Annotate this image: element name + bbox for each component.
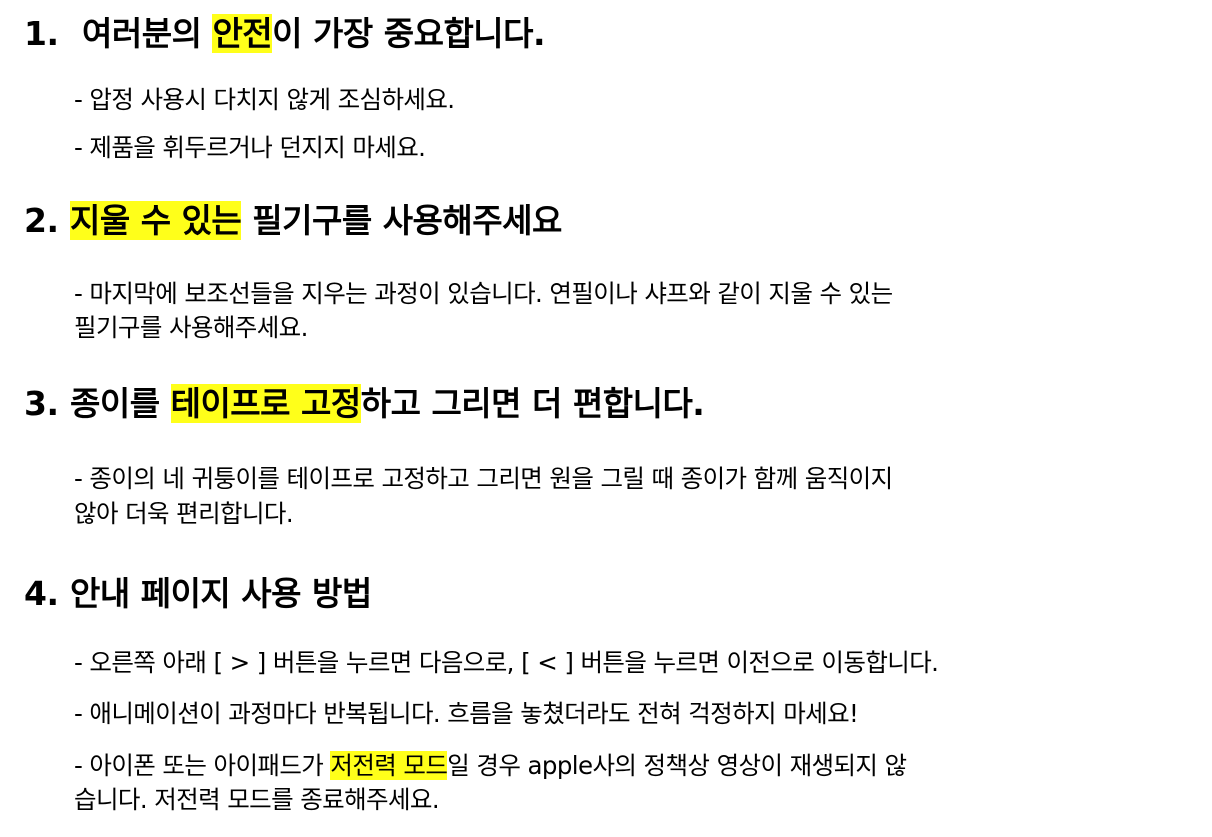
section-2-number: 2. [24,201,59,240]
section-3-heading: 3. 종이를 테이프로 고정하고 그리면 더 편합니다. [24,384,705,424]
section-4-item-3: - 아이폰 또는 아이패드가 저전력 모드일 경우 apple사의 정책상 영상… [74,749,1174,783]
section-4-item-3-line-2: 습니다. 저전력 모드를 종료해주세요. [74,785,440,814]
section-4-item-3-pre: - 아이폰 또는 아이패드가 [74,751,331,780]
section-3-heading-highlight: 테이프로 고정 [170,384,361,423]
section-3-item-2: 않아 더욱 편리합니다. [74,499,294,528]
section-3-number: 3. [24,384,59,423]
section-1-heading: 1. 여러분의 안전이 가장 중요합니다. [24,14,546,54]
section-2-heading-highlight: 지울 수 있는 [70,201,242,240]
section-4-heading-text: 안내 페이지 사용 방법 [70,574,372,613]
section-2-item-1: - 마지막에 보조선들을 지우는 과정이 있습니다. 연필이나 샤프와 같이 지… [74,279,893,308]
section-4-item-3-post: 일 경우 apple사의 정책상 영상이 재생되지 않 [447,751,907,780]
section-4-item-2: - 애니메이션이 과정마다 반복됩니다. 흐름을 놓쳤더라도 전혀 걱정하지 마… [74,699,859,728]
section-4-number: 4. [24,574,59,613]
section-3-heading-post: 하고 그리면 더 편합니다. [360,384,705,423]
section-1-item-2: - 제품을 휘두르거나 던지지 마세요. [74,133,426,162]
section-3-heading-pre: 종이를 [70,384,171,423]
section-4-heading: 4. 안내 페이지 사용 방법 [24,574,372,614]
section-1-heading-post: 이 가장 중요합니다. [272,14,546,53]
section-1-heading-pre: 여러분의 [82,14,213,53]
section-1-number: 1. [24,14,59,53]
section-2-heading: 2. 지울 수 있는 필기구를 사용해주세요 [24,201,562,241]
section-4-item-3-highlight: 저전력 모드 [330,751,448,780]
section-1-heading-highlight: 안전 [212,14,273,53]
section-1-item-1: - 압정 사용시 다치지 않게 조심하세요. [74,85,455,114]
section-2-heading-post: 필기구를 사용해주세요 [241,201,562,240]
section-3-item-1: - 종이의 네 귀퉁이를 테이프로 고정하고 그리면 원을 그릴 때 종이가 함… [74,464,893,493]
section-2-item-2: 필기구를 사용해주세요. [74,313,308,342]
section-4-item-1: - 오른쪽 아래 [ > ] 버튼을 누르면 다음으로, [ < ] 버튼을 누… [74,648,939,677]
